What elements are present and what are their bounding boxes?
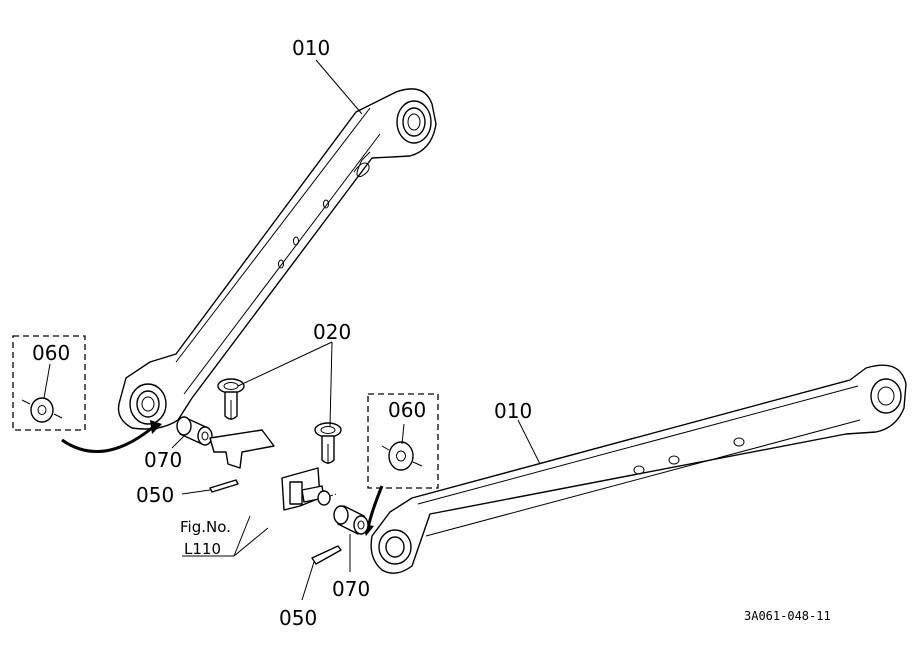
cotter-pin-right	[311, 545, 342, 565]
washer-right	[367, 393, 439, 489]
callout-cotter-left: 050	[136, 483, 174, 507]
callout-washer-right: 060	[388, 398, 426, 422]
callout-labels: 010 010 020 060 060 070 070 050 050 Fig.…	[32, 36, 831, 630]
callout-bushing-left: 070	[144, 448, 182, 472]
callout-pin: 020	[313, 320, 351, 344]
callout-bushing-right: 070	[332, 577, 370, 601]
lift-arm-bracket	[209, 429, 337, 511]
figure-ref-line2: L110	[184, 540, 221, 558]
lower-link-arm-lower	[370, 364, 907, 574]
lower-link-arm-upper	[117, 88, 437, 430]
bushing-right	[333, 505, 369, 535]
bushing-left	[176, 416, 213, 446]
callout-cotter-right: 050	[279, 606, 317, 630]
callout-washer-left: 060	[32, 341, 70, 365]
callout-arm-bottom: 010	[494, 399, 532, 423]
cotter-pin-left	[209, 479, 239, 493]
figure-ref-line1: Fig.No.	[180, 518, 231, 536]
leader-lines	[43, 59, 541, 601]
pin-left	[217, 378, 245, 420]
pin-right	[314, 422, 342, 464]
drawing-code: 3A061-048-11	[744, 609, 831, 623]
callout-arm-top: 010	[292, 36, 330, 60]
washer-left	[12, 335, 86, 431]
